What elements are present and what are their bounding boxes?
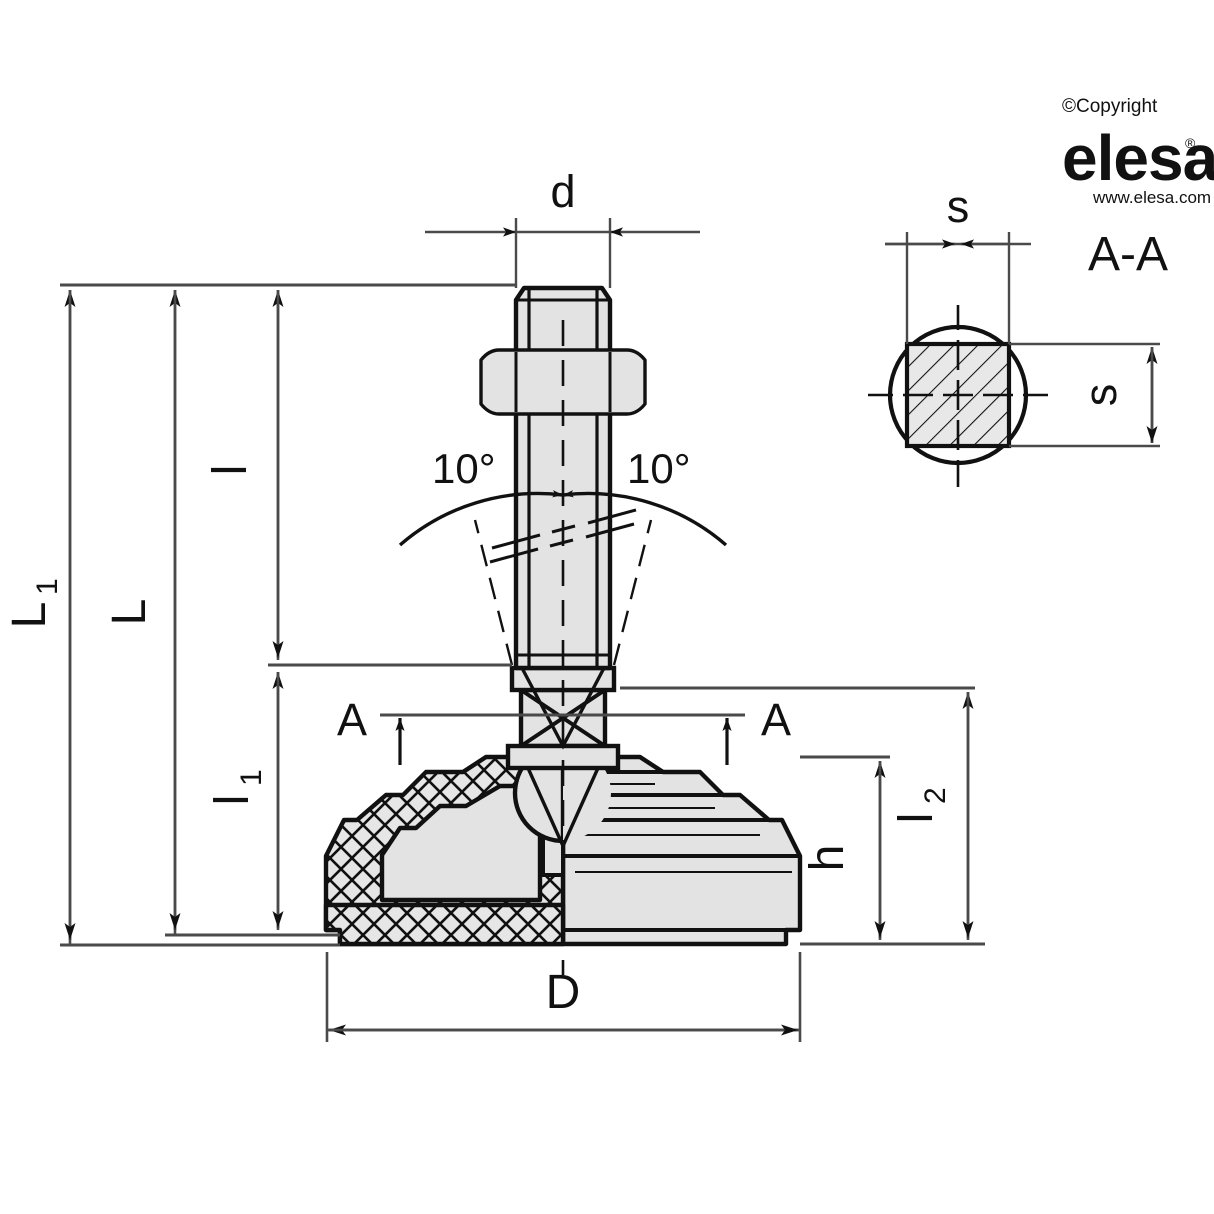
tilt-cone-right	[612, 519, 653, 666]
dim-L1-label: L	[3, 602, 56, 629]
tilt-cone-left	[473, 519, 514, 666]
tilt-axis-indicator	[473, 508, 653, 666]
dim-L-label: L	[103, 599, 156, 626]
base-bottom-pad	[323, 902, 566, 947]
elesa-logo: elesa	[1062, 122, 1214, 194]
dim-d-label: d	[550, 166, 575, 217]
section-mark-A-A: A A	[337, 694, 791, 765]
tilt-axis-lower	[489, 522, 635, 564]
dim-L1-subscript: 1	[31, 578, 64, 595]
registered-mark-icon: ®	[1185, 135, 1196, 151]
brand-block: ©Copyright elesa ® www.elesa.com	[1062, 96, 1214, 207]
copyright-text: ©Copyright	[1062, 96, 1158, 117]
dimension-L1: L 1	[3, 290, 340, 947]
dimension-l-and-l1: l l 1	[204, 290, 512, 930]
dimension-D: D	[325, 952, 802, 1042]
tilt-axis-upper	[491, 508, 637, 550]
dimension-l2: l 2	[620, 686, 975, 940]
dim-s-horizontal-label: s	[947, 181, 970, 232]
angle-label-left: 10°	[432, 445, 496, 492]
section-label-left: A	[337, 694, 367, 745]
dim-l1-subscript: 1	[235, 769, 268, 786]
dim-l-label: l	[204, 465, 257, 476]
dim-s-vertical-label: s	[1075, 384, 1126, 407]
base-outer-profile	[560, 754, 803, 947]
dim-l2-label: l	[890, 813, 943, 824]
dimension-h: h	[800, 755, 985, 946]
angle-label-right: 10°	[627, 445, 691, 492]
angle-arc-left	[398, 490, 564, 547]
dim-l1-label: l	[206, 795, 259, 806]
website-text: www.elesa.com	[1092, 188, 1211, 207]
dimension-L: L	[103, 290, 340, 937]
dim-h-label: h	[801, 845, 854, 872]
base-section-view	[323, 754, 566, 947]
angle-arc-right	[562, 490, 728, 547]
dim-s-vertical-label-group: s	[1075, 384, 1126, 407]
hex-nut-flat-lines	[514, 352, 612, 412]
dim-l1-label-group: l 1	[206, 769, 268, 805]
section-view-AA: A-A s s	[868, 181, 1168, 487]
section-label-right: A	[761, 694, 791, 745]
dim-L-label-group: L	[103, 599, 156, 626]
angle-annotation-group: 10° 10°	[398, 445, 728, 547]
square-drive-cross	[519, 688, 607, 748]
dim-D-label: D	[546, 966, 581, 1019]
dim-l2-subscript: 2	[919, 787, 952, 804]
dim-h-label-group: h	[801, 845, 854, 872]
dimension-d: d	[425, 166, 700, 288]
dim-l2-label-group: l 2	[890, 787, 952, 823]
dim-l-label-group: l	[204, 465, 257, 476]
section-view-title: A-A	[1088, 228, 1168, 281]
dim-L1-label-group: L 1	[3, 578, 64, 628]
